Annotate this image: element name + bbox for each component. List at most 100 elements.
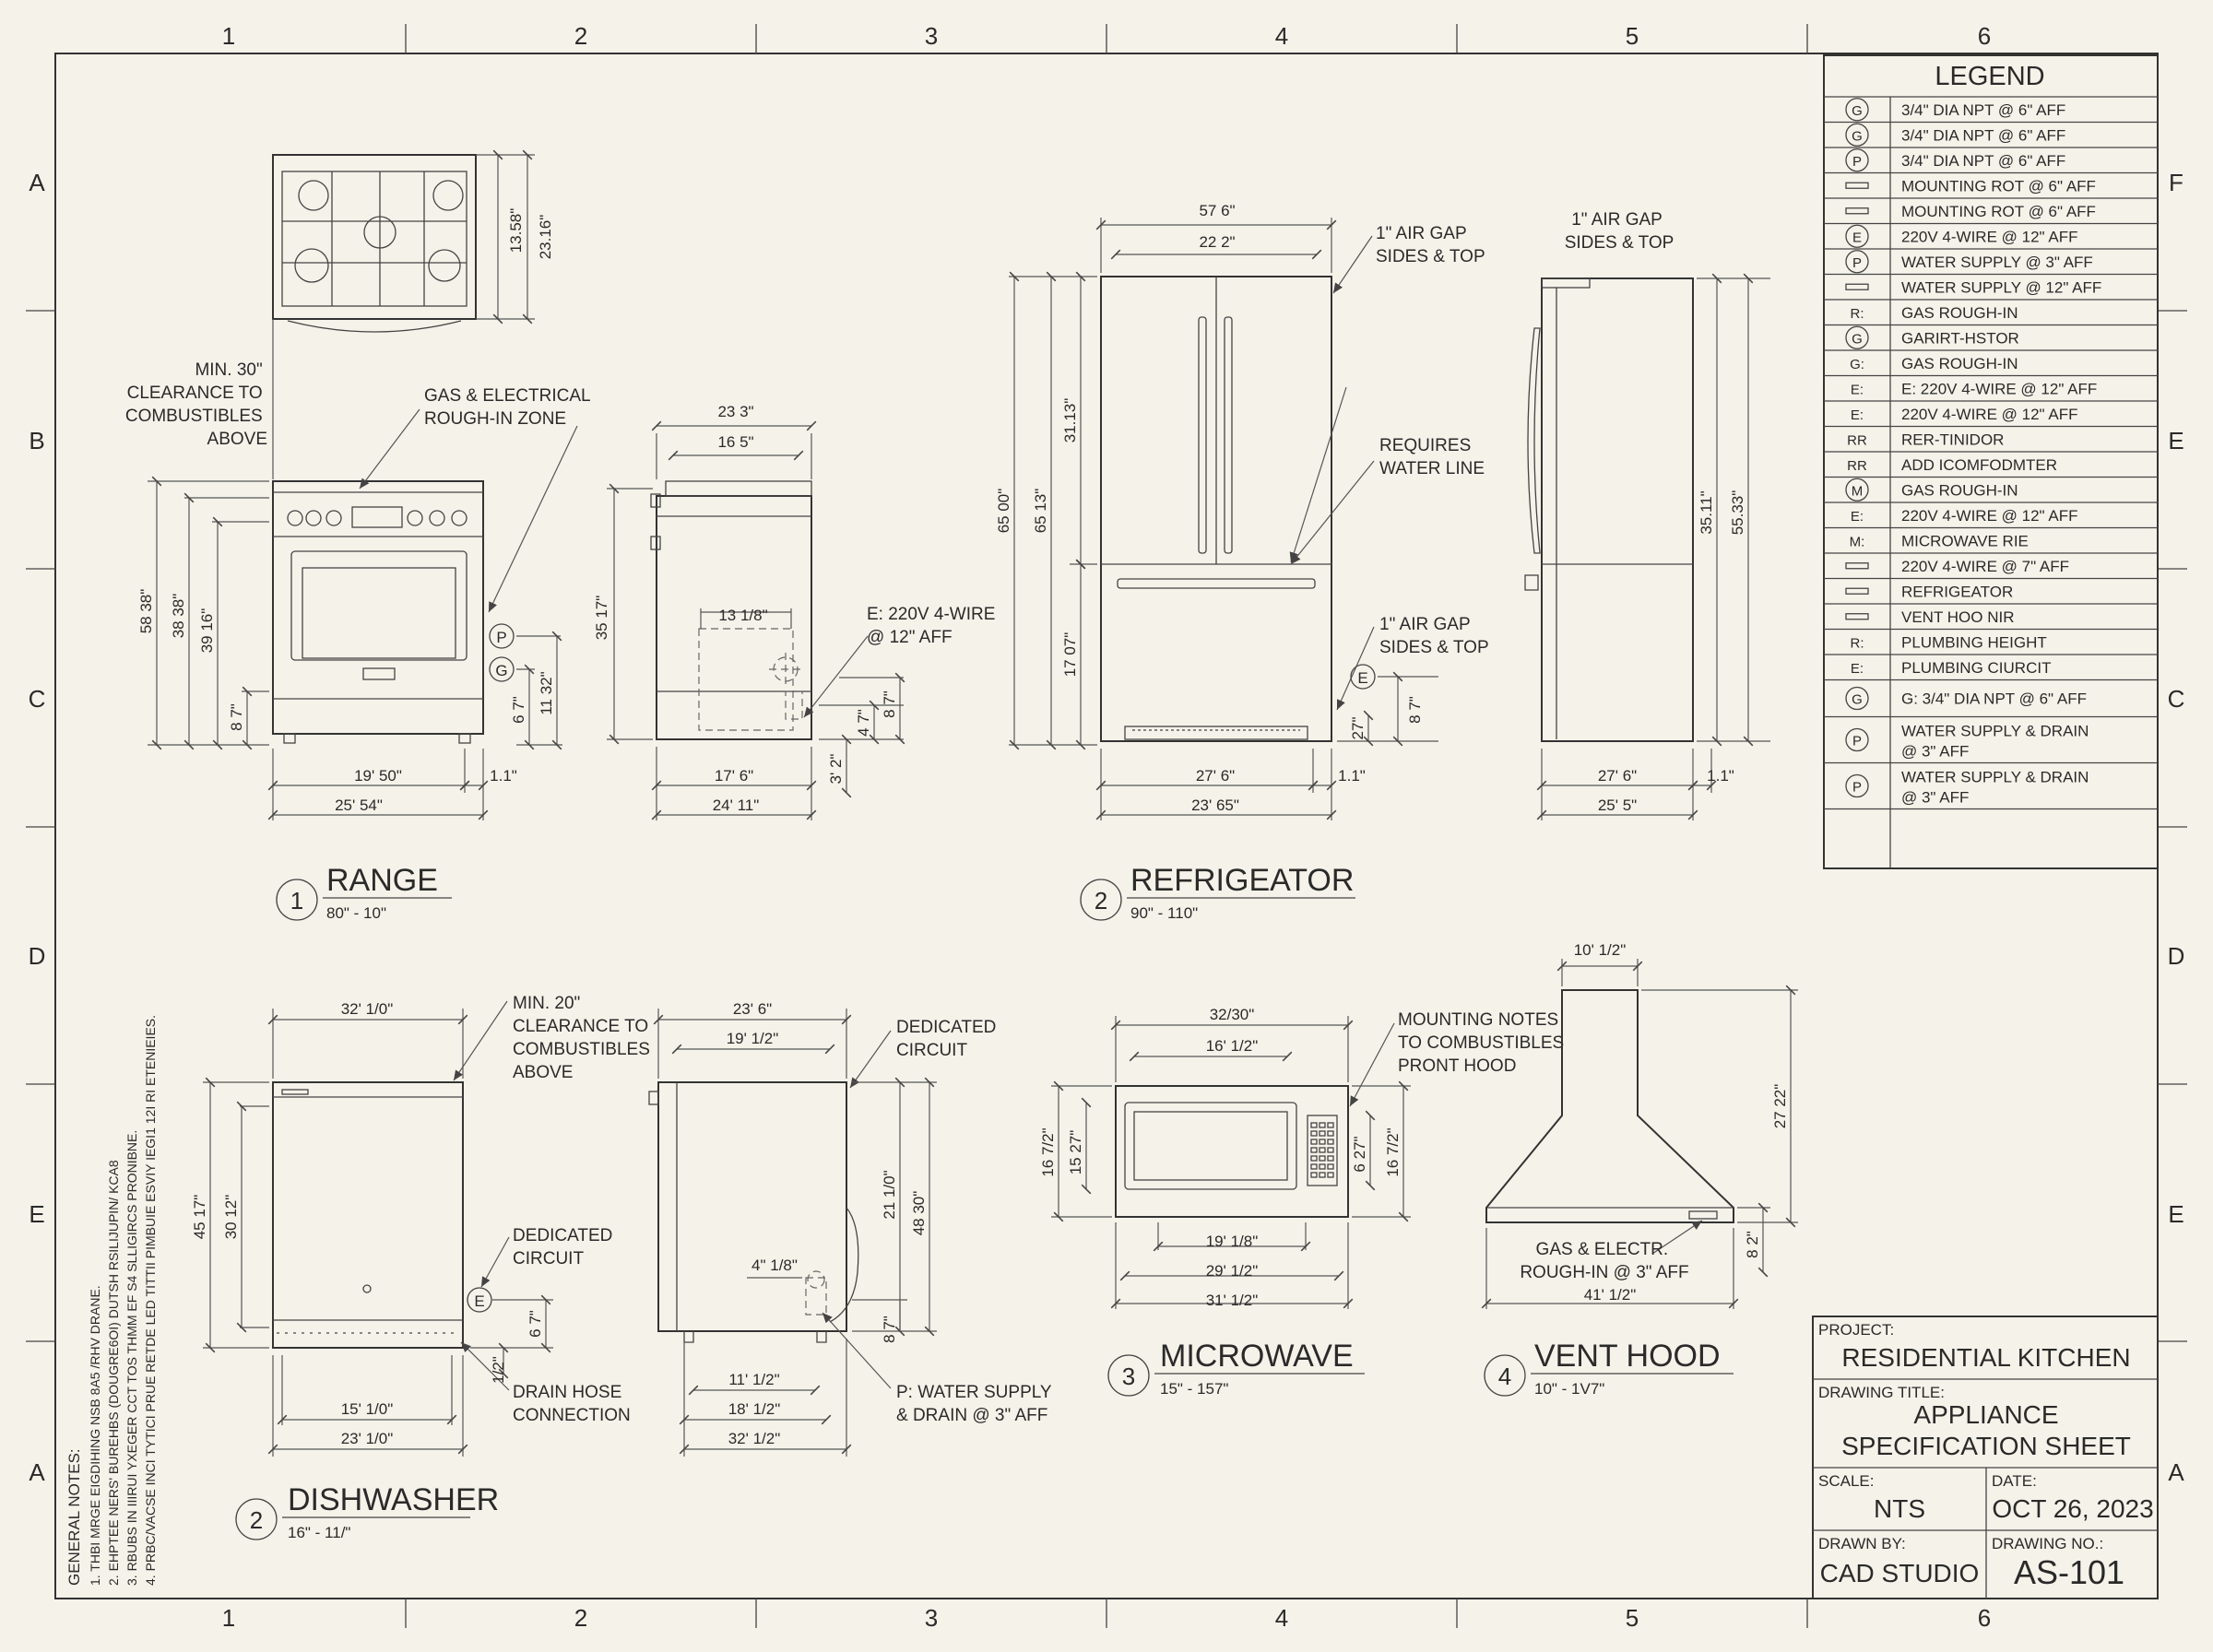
range-side-d3: 3' 2" (827, 754, 845, 785)
legend-row: G G: 3/4" DIA NPT @ 6" AFF (1824, 686, 2158, 718)
legend-label: G: 3/4" DIA NPT @ 6" AFF (1901, 690, 2087, 708)
grid-col-6-top: 6 (1978, 22, 1991, 50)
range-side-w1: 23 3" (717, 403, 753, 420)
microwave-dim-h1: 16 7/2" (1039, 1127, 1057, 1176)
legend-symbol-label: R: (1851, 635, 1864, 651)
legend-label-line2: @ 3" AFF (1901, 789, 1969, 807)
legend-symbol-circle (1845, 325, 1869, 349)
microwave-keypad-key (1310, 1147, 1318, 1153)
svg-text:MIN. 20" CLEARANCE TO: MIN. 20" CLEARANCE TO COMBUSTIBLES ABOVE (513, 994, 655, 1082)
legend-symbol-label: G (1852, 103, 1863, 119)
svg-text:MOUNTING NOTES TO COMBUS: MOUNTING NOTES TO COMBUSTIBLES PRONT HOO… (1398, 1010, 1568, 1076)
grid-col-4-top: 4 (1275, 22, 1288, 50)
legend-row: REFRIGEATOR (1824, 583, 2158, 605)
microwave-dim-h3: 6 27" (1351, 1136, 1368, 1172)
range-dim-h4: 8 7" (228, 703, 245, 731)
legend-row: WATER SUPPLY @ 12" AFF (1824, 278, 2158, 301)
fridge-note-air-2: SIDES & TOP (1376, 247, 1485, 266)
fridge-dim-h4: 17 07" (1061, 632, 1079, 678)
svg-text:E: 220V 4-WIRE @ 12" AFF: E: 220V 4-WIRE @ 12" AFF (867, 605, 1000, 647)
legend-row: E:PLUMBING CIURCIT (1824, 659, 2158, 681)
general-notes-title: GENERAL NOTES: (65, 1448, 83, 1586)
range-dim-w1: 19' 50" (354, 767, 402, 785)
range-note-clear-3: COMBUSTIBLES (125, 407, 263, 426)
microwave-note-2: TO COMBUSTIBLES (1398, 1033, 1564, 1053)
legend-symbol-label: G (1852, 692, 1863, 708)
legend-symbol-label: M: (1850, 534, 1865, 549)
dishwasher-note-drain-1: DRAIN HOSE (513, 1383, 621, 1402)
svg-text:1" AIR GAP SIDES & TOP: 1" AIR GAP SIDES & TOP (1379, 615, 1489, 657)
svg-text:DRAIN HOSE CONNECTION: DRAIN HOSE CONNECTION (513, 1383, 631, 1425)
range-dim-h2: 38 38" (170, 594, 187, 639)
fridge-note-water-1: REQUIRES (1379, 436, 1471, 455)
legend-label: MOUNTING ROT @ 6" AFF (1901, 177, 2096, 195)
legend-symbol-label: E: (1851, 407, 1864, 423)
fridge-dim-e1: 27" (1349, 717, 1367, 740)
dishwasher-side-note-2: CIRCUIT (896, 1041, 967, 1060)
dishwasher-dim-w2: 23' 1/0" (341, 1430, 394, 1447)
microwave-keypad-key (1310, 1163, 1318, 1170)
legend-label: GAS ROUGH-IN (1901, 481, 2018, 499)
dishwasher-note-circ-1: DEDICATED (513, 1226, 612, 1245)
range-dim-gap: 1.1" (490, 767, 517, 785)
microwave-keypad-key (1327, 1155, 1334, 1162)
microwave-keypad-key (1319, 1163, 1326, 1170)
range-dim-top-2: 23.16" (537, 215, 554, 260)
legend-label: 220V 4-WIRE @ 7" AFF (1901, 558, 2069, 575)
grid-row-left-6: A (29, 1458, 45, 1486)
fridge-note-air2-2: SIDES & TOP (1379, 638, 1489, 657)
grid-col-2-top: 2 (574, 22, 587, 50)
dishwasher-side-b1: 11' 1/2" (728, 1371, 779, 1388)
dishwasher-note-clear-1: MIN. 20" (513, 994, 580, 1013)
legend-label: WATER SUPPLY & DRAIN (1901, 769, 2089, 786)
dishwasher-note-clear-2: CLEARANCE TO (513, 1017, 648, 1036)
title-block-drawing-no: AS-101 (2014, 1553, 2124, 1591)
legend-symbol-line (1845, 207, 1869, 215)
range-note-clear-4: ABOVE (207, 430, 267, 449)
legend-symbol-label: P (1852, 255, 1862, 271)
legend-label: WATER SUPPLY @ 12" AFF (1901, 278, 2101, 296)
dishwasher-side-w2: 19' 1/2" (727, 1030, 779, 1047)
fridge-dim-gap: 1.1" (1338, 767, 1366, 785)
fridge-dim-w2: 23' 65" (1191, 796, 1239, 814)
range-dim-h3: 39 16" (198, 608, 216, 654)
microwave-view-number: 3 (1122, 1363, 1135, 1390)
fridge-dim-w1: 27' 6" (1196, 767, 1235, 785)
legend-label: 3/4" DIA NPT @ 6" AFF (1901, 152, 2065, 170)
legend-label: 3/4" DIA NPT @ 6" AFF (1901, 101, 2065, 119)
legend-symbol-line (1845, 587, 1869, 595)
microwave-keypad-key (1310, 1139, 1318, 1145)
microwave-keypad-key (1310, 1122, 1318, 1128)
microwave-keypad-key (1319, 1139, 1326, 1145)
fridge-dim-top2: 22 2" (1199, 233, 1235, 251)
range-symbol-p-label: P (496, 629, 506, 646)
legend-symbol-circle (1845, 224, 1869, 248)
legend-symbol-line (1845, 613, 1869, 620)
title-block: PROJECT: RESIDENTIAL KITCHEN DRAWING TIT… (1812, 1316, 2159, 1599)
fridge-side-w1: 27' 6" (1598, 767, 1637, 785)
legend-symbol-line (1845, 182, 1869, 189)
legend-symbol-line (1845, 562, 1869, 570)
fridge-view-title: REFRIGEATOR (1130, 863, 1354, 898)
microwave-keypad-key (1310, 1172, 1318, 1178)
dishwasher-dim-h2: 30 12" (222, 1195, 240, 1240)
svg-text:P: WATER SUPPLY & DRAIN: P: WATER SUPPLY & DRAIN @ 3" AFF (896, 1383, 1057, 1425)
title-block-drawing-no-label: DRAWING NO.: (1992, 1535, 2103, 1552)
grid-row-right-4: D (2168, 942, 2185, 970)
legend-label: GAS ROUGH-IN (1901, 355, 2018, 372)
fridge-side-gap: 1.1" (1707, 767, 1734, 785)
range-symbol-g-label: G (495, 662, 507, 679)
dishwasher-side-w1: 23' 6" (733, 1000, 772, 1018)
vent-hood-note-2: ROUGH-IN @ 3" AFF (1520, 1263, 1688, 1282)
legend-label: REFRIGEATOR (1901, 583, 2013, 600)
range-dim-w2: 25' 54" (335, 796, 383, 814)
range-dim-p1: 6 7" (510, 696, 527, 724)
grid-row-left-4: D (29, 942, 46, 970)
dishwasher-side-p-2: & DRAIN @ 3" AFF (896, 1406, 1047, 1425)
svg-text:DEDICATED CIRCUIT: DEDICATED CIRCUIT (896, 1018, 1001, 1060)
legend-symbol-line (1845, 283, 1869, 290)
refrigerator-drawing: REQUIRES WATER LINE 1" AIR GAP SIDES & T… (995, 202, 1770, 922)
